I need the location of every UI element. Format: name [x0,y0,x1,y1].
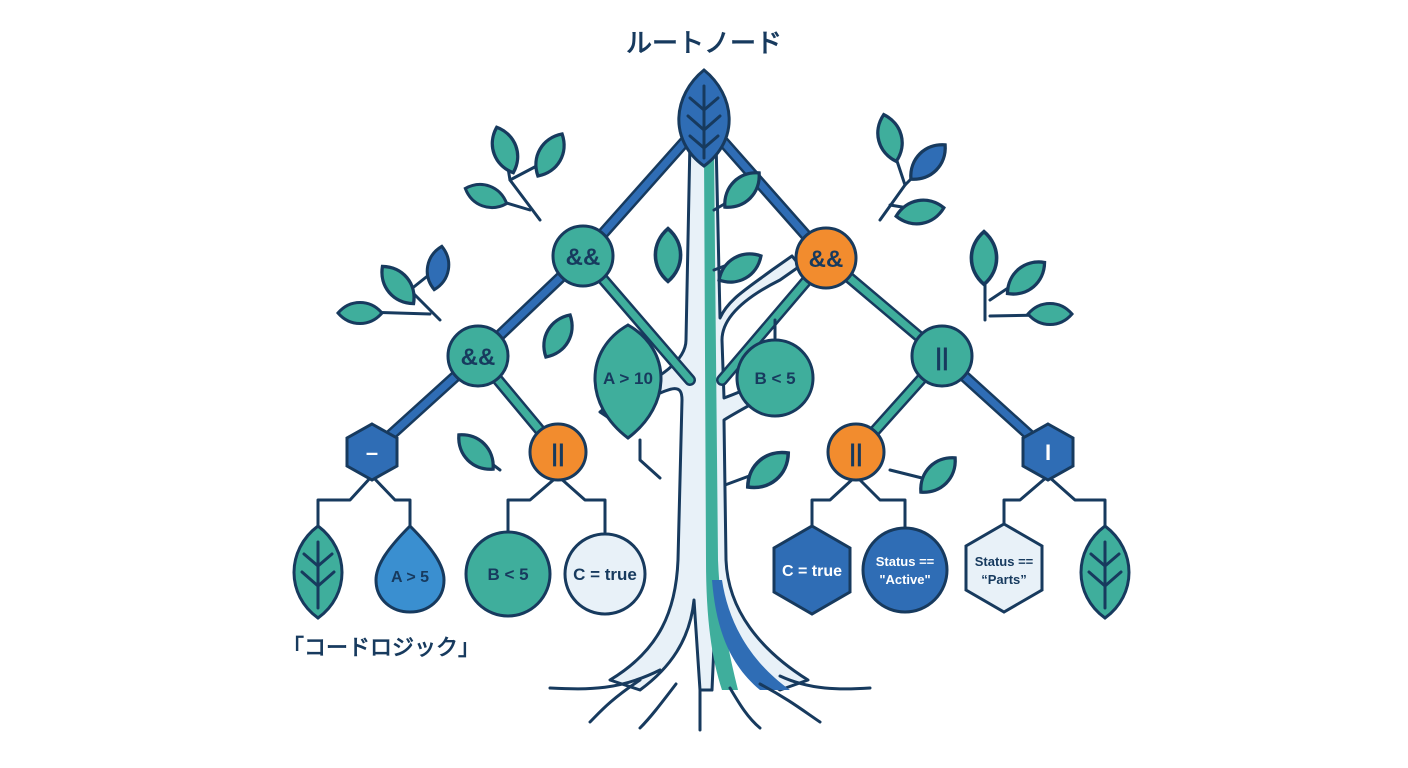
operator-label: || [849,440,862,467]
condition-label-line2: "Active" [879,572,930,587]
operator-label: && [566,244,601,271]
condition-circle-c-true: C = true [563,532,647,616]
condition-drop-a-gt-5: A > 5 [374,523,446,614]
operator-or-upper-right: || [910,324,974,388]
condition-status-active: Status == "Active" [861,526,949,614]
operator-label: || [935,344,948,371]
condition-label-line1: Status == [975,554,1034,569]
condition-label-line1: Status == [876,554,935,569]
operator-label: && [809,246,844,273]
operator-label: I [1045,440,1051,465]
condition-leaf-a-gt-10: A > 10 [593,323,663,440]
condition-label-line2: “Parts” [981,572,1027,587]
diagram-title: ルートノード [626,29,782,59]
operator-hex-left: – [345,422,399,482]
diagram-caption: 「コードロジック」 [282,636,480,661]
operator-or-lower-right: || [826,422,886,482]
operator-and-upper-right: && [794,226,858,290]
condition-circle-b-lt-5: B < 5 [464,530,552,618]
condition-label: A > 5 [391,569,429,586]
bottom-leaf-green-right [1079,524,1131,620]
connectors [316,318,1107,534]
operator-label: && [461,344,496,371]
condition-label: A > 10 [603,369,653,388]
operator-label: – [366,440,378,465]
condition-label: C = true [573,565,637,584]
condition-label: C = true [782,563,842,580]
tree-roots [548,668,872,732]
trunk-teal-stripe [704,150,738,690]
operator-label: || [551,440,564,467]
root-node [677,68,731,168]
condition-hex-c-true: C = true [772,524,852,616]
condition-status-parts: Status == “Parts” [964,522,1044,614]
condition-circle-b-lt-5-trunk: B < 5 [735,338,815,418]
trunk-blue-stripe [712,580,790,690]
operator-and-upper-left: && [551,224,615,288]
operator-or-lower-left: || [528,422,588,482]
bottom-leaf-green-left [292,524,344,620]
operator-hex-right: I [1021,422,1075,482]
condition-label: B < 5 [487,565,528,584]
condition-label: B < 5 [754,369,795,388]
operator-and-lower-left: && [446,324,510,388]
